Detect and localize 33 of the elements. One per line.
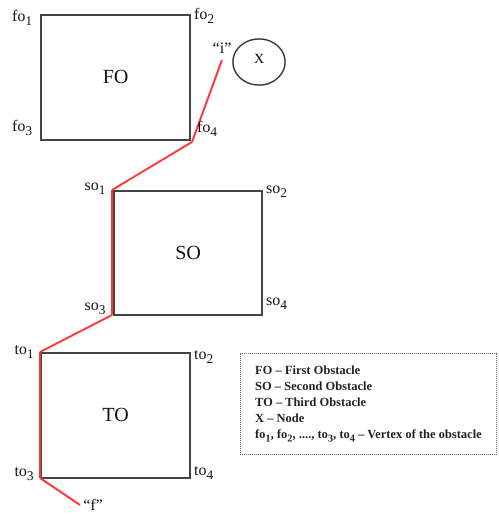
- path-line: [40, 314, 112, 353]
- vertex-label: so$_{3}$: [78, 296, 112, 320]
- vertex-label: fo$_{3}$: [12, 118, 32, 140]
- vertex-label: so$_{1}$: [78, 176, 112, 200]
- vertex-label: to$_{2}$: [194, 346, 214, 368]
- vertex-label: fo$_{2}$: [194, 6, 214, 28]
- legend-entry: X – Node: [255, 410, 306, 426]
- path-line: [111, 141, 193, 191]
- vertex-label: fo$_{1}$: [12, 8, 32, 30]
- vertex-label: to$_{4}$: [194, 462, 214, 484]
- path-line: [39, 352, 41, 478]
- path-line: [111, 190, 113, 315]
- vertex-label: so$_{2}$: [266, 180, 287, 202]
- node-circle: [232, 38, 286, 86]
- node-label: X: [252, 52, 266, 68]
- obstacle-box: [113, 190, 263, 316]
- path-line: [39, 477, 81, 506]
- obstacle-label: SO: [175, 242, 201, 264]
- legend-entry: fo$_{1}$, fo$_{2}$, ...., to$_{3}$, to$_{4}$ – Vertex of the obstacle: [255, 426, 483, 446]
- vertex-label: to$_{3}$: [8, 462, 40, 486]
- obstacle-label: FO: [102, 66, 128, 89]
- legend-entry: SO – Second Obstacle: [255, 378, 374, 394]
- vertex-label: fo$_{4}$: [192, 118, 222, 142]
- path-line: [191, 60, 223, 142]
- start-point-label: “i”: [210, 38, 234, 60]
- legend-entry: TO – Third Obstacle: [255, 394, 368, 410]
- vertex-label: so$_{4}$: [266, 292, 287, 314]
- obstacle-box: [40, 14, 191, 141]
- legend-entry: FO – First Obstacle: [255, 362, 362, 378]
- obstacle-label: TO: [102, 404, 129, 427]
- end-point-label: “f”: [80, 496, 106, 516]
- vertex-label: to$_{1}$: [8, 340, 40, 364]
- obstacle-box: [40, 352, 191, 479]
